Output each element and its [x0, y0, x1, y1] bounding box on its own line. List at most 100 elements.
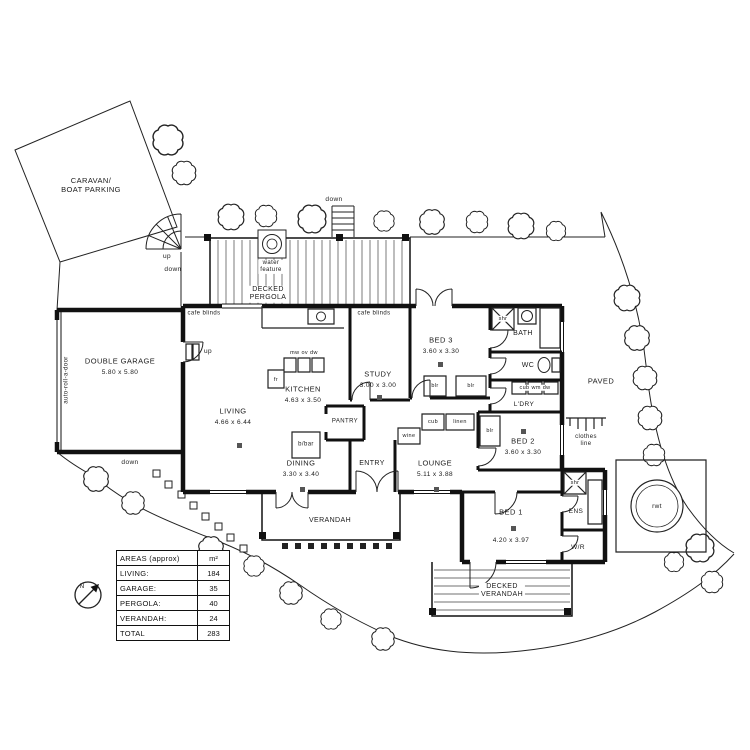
label-living-name: LIVING [219, 406, 247, 416]
label-lounge-dims: 5.11 x 3.88 [416, 471, 454, 479]
ceiling-markers [237, 362, 526, 531]
label-shr-ens: shr [568, 479, 582, 487]
label-bed2-dims: 3.60 x 3.30 [504, 449, 542, 457]
areas-row-living-value: 184 [197, 566, 229, 580]
areas-row-pergola: PERGOLA: 40 [117, 595, 229, 610]
label-rwt: rwt [652, 503, 662, 511]
tree [545, 220, 567, 242]
label-verandah: VERANDAH [308, 516, 352, 524]
tree [685, 533, 715, 563]
label-kitchen-dims: 4.63 x 3.50 [284, 397, 322, 405]
label-bath: BATH [513, 329, 533, 337]
label-garage-dims: 5.80 x 5.80 [101, 369, 139, 377]
hedge-shrub [624, 325, 650, 351]
label-paved: PAVED [587, 376, 615, 386]
label-blr-bed3-a: blr [431, 382, 439, 389]
label-down-curved-stairs: down [164, 266, 182, 274]
walls-outer [54, 303, 608, 565]
label-auto-roll-a-door: auto-roll-a-door [63, 356, 70, 404]
label-study-name: STUDY [364, 369, 392, 379]
tree [171, 160, 197, 186]
tree [465, 210, 489, 234]
areas-unit: m² [197, 551, 229, 565]
tree [419, 209, 445, 235]
label-mw-ov-dw: mw ov dw [290, 349, 318, 356]
label-cub: cub [427, 418, 439, 425]
label-shr-bath: shr [496, 315, 510, 323]
tree [152, 124, 184, 156]
tree [320, 608, 342, 630]
verandah-piers [282, 543, 392, 549]
hedge-shrub [613, 284, 641, 312]
walls-interior [324, 306, 605, 562]
areas-row-garage-label: GARAGE: [120, 583, 157, 593]
rainwater-tank-inner [635, 484, 679, 528]
areas-total-label: TOTAL [120, 628, 145, 638]
areas-row-verandah-label: VERANDAH: [120, 613, 167, 623]
label-caravan-boat-parking: CARAVAN/ BOAT PARKING [61, 176, 121, 194]
areas-table-header: AREAS (approx) m² [117, 551, 229, 565]
label-down-top-stairs: down [325, 196, 343, 204]
label-entry: ENTRY [359, 459, 385, 467]
areas-row-verandah-value: 24 [197, 611, 229, 625]
stairs [145, 205, 355, 250]
outdoor-structure-outlines [209, 237, 573, 617]
label-bbar: b/bar [298, 441, 314, 448]
label-decked-pergola: DECKED PERGOLA [247, 285, 289, 303]
areas-row-pergola-label: PERGOLA: [120, 598, 161, 608]
hedge-shrub [637, 405, 663, 431]
wc-toilet [537, 357, 551, 373]
label-cafe-blinds-west: cafe blinds [187, 310, 221, 317]
label-up-curved-stairs: up [162, 253, 172, 261]
tree [700, 570, 724, 594]
label-ens: ENS [568, 508, 584, 516]
label-up-entry-steps: up [203, 348, 213, 356]
areas-total-value: 283 [197, 626, 229, 640]
label-bed3-name: BED 3 [429, 335, 453, 345]
north-arrow-head [90, 584, 99, 593]
water-feature-inner [266, 238, 278, 250]
label-study-dims: 3.00 x 3.00 [359, 382, 397, 390]
label-blr-bed2: blr [486, 427, 494, 434]
hedge-shrub [642, 443, 666, 467]
bath-vanity-basin [521, 310, 533, 322]
tree [83, 466, 109, 492]
tree [373, 210, 395, 232]
label-water-feature: water feature [258, 259, 284, 275]
label-kitchen-name: KITCHEN [285, 384, 321, 394]
tree [279, 581, 303, 605]
tree [297, 204, 327, 234]
label-wine: wine [402, 432, 416, 439]
tree [217, 203, 245, 231]
areas-table: AREAS (approx) m² LIVING: 184 GARAGE: 35… [116, 550, 230, 641]
label-garage-name: DOUBLE GARAGE [84, 356, 156, 366]
tree [121, 491, 145, 515]
areas-row-living-label: LIVING: [120, 568, 149, 578]
areas-row-total: TOTAL 283 [117, 625, 229, 640]
stepping-stones [152, 469, 248, 553]
areas-row-living: LIVING: 184 [117, 565, 229, 580]
label-wc: WC [521, 361, 535, 369]
label-clothes-line: clothes line [575, 433, 597, 447]
label-bed1-dims: 4.20 x 3.97 [492, 537, 530, 545]
label-linen: linen [453, 418, 467, 425]
label-cafe-blinds-east: cafe blinds [357, 310, 391, 317]
pergola-deck-boards [217, 240, 403, 304]
areas-row-garage: GARAGE: 35 [117, 580, 229, 595]
tree [243, 555, 265, 577]
label-dining-dims: 3.30 x 3.40 [282, 471, 320, 479]
rainwater-tank [630, 479, 684, 533]
label-dining-name: DINING [286, 458, 316, 468]
label-decked-verandah: DECKED VERANDAH [478, 582, 526, 600]
water-feature [262, 234, 282, 254]
label-wr: W/R [571, 544, 585, 552]
label-living-dims: 4.66 x 6.44 [214, 419, 252, 427]
label-bed1-name: BED 1 [499, 507, 523, 517]
label-pantry: PANTRY [329, 418, 361, 426]
north-arrow [74, 581, 102, 609]
areas-title: AREAS (approx) [120, 553, 180, 563]
tree [663, 551, 685, 573]
north-arrow-circle [74, 581, 102, 609]
